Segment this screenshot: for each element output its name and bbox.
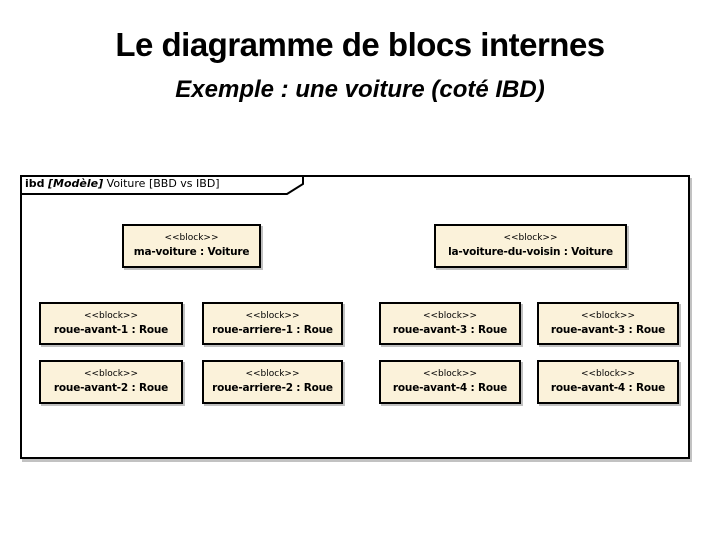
block-stereotype: <<block>> <box>422 310 478 321</box>
block-la-voiture-du-voisin: <<block>> la-voiture-du-voisin : Voiture <box>434 224 627 268</box>
block-stereotype: <<block>> <box>503 233 558 244</box>
block-name: roue-avant-3 : Roue <box>550 323 666 336</box>
block-roue-avant-2: <<block>> roue-avant-2 : Roue <box>39 360 183 404</box>
frame-keyword: ibd <box>25 177 45 190</box>
block-roue-arriere-1: <<block>> roue-arriere-1 : Roue <box>202 302 343 345</box>
frame-title: Voiture [BBD vs IBD] <box>106 177 220 190</box>
block-stereotype: <<block>> <box>245 310 300 321</box>
frame-tab-shape <box>20 175 304 195</box>
block-roue-avant-1: <<block>> roue-avant-1 : Roue <box>39 302 183 345</box>
block-name: roue-arriere-1 : Roue <box>212 323 333 336</box>
block-name: roue-avant-4 : Roue <box>550 382 666 395</box>
page-title: Le diagramme de blocs internes <box>115 26 605 63</box>
block-ma-voiture: <<block>> ma-voiture : Voiture <box>122 224 261 268</box>
frame-header-tab: ibd [Modèle] Voiture [BBD vs IBD] <box>20 175 304 195</box>
block-stereotype: <<block>> <box>422 369 478 380</box>
block-roue-avant-4: <<block>> roue-avant-4 : Roue <box>379 360 521 404</box>
block-stereotype: <<block>> <box>580 310 636 321</box>
block-name: roue-avant-2 : Roue <box>53 382 169 395</box>
block-name: ma-voiture : Voiture <box>133 246 250 259</box>
block-stereotype: <<block>> <box>83 310 139 321</box>
frame-qualifier: [Modèle] <box>48 177 104 190</box>
block-stereotype: <<block>> <box>580 369 636 380</box>
block-roue-avant-3: <<block>> roue-avant-3 : Roue <box>379 302 521 345</box>
ibd-diagram-frame: ibd [Modèle] Voiture [BBD vs IBD] <<bloc… <box>20 175 690 459</box>
frame-label: ibd [Modèle] Voiture [BBD vs IBD] <box>25 177 220 190</box>
block-roue-avant-4-b: <<block>> roue-avant-4 : Roue <box>537 360 679 404</box>
block-stereotype: <<block>> <box>245 369 300 380</box>
block-name: roue-avant-4 : Roue <box>392 382 508 395</box>
block-name: roue-arriere-2 : Roue <box>212 382 333 395</box>
block-stereotype: <<block>> <box>164 233 219 244</box>
block-roue-arriere-2: <<block>> roue-arriere-2 : Roue <box>202 360 343 404</box>
page-subtitle: Exemple : une voiture (coté IBD) <box>175 76 545 103</box>
block-roue-avant-3-b: <<block>> roue-avant-3 : Roue <box>537 302 679 345</box>
block-stereotype: <<block>> <box>83 369 139 380</box>
block-name: la-voiture-du-voisin : Voiture <box>448 246 613 259</box>
block-name: roue-avant-3 : Roue <box>392 323 508 336</box>
block-name: roue-avant-1 : Roue <box>53 323 169 336</box>
